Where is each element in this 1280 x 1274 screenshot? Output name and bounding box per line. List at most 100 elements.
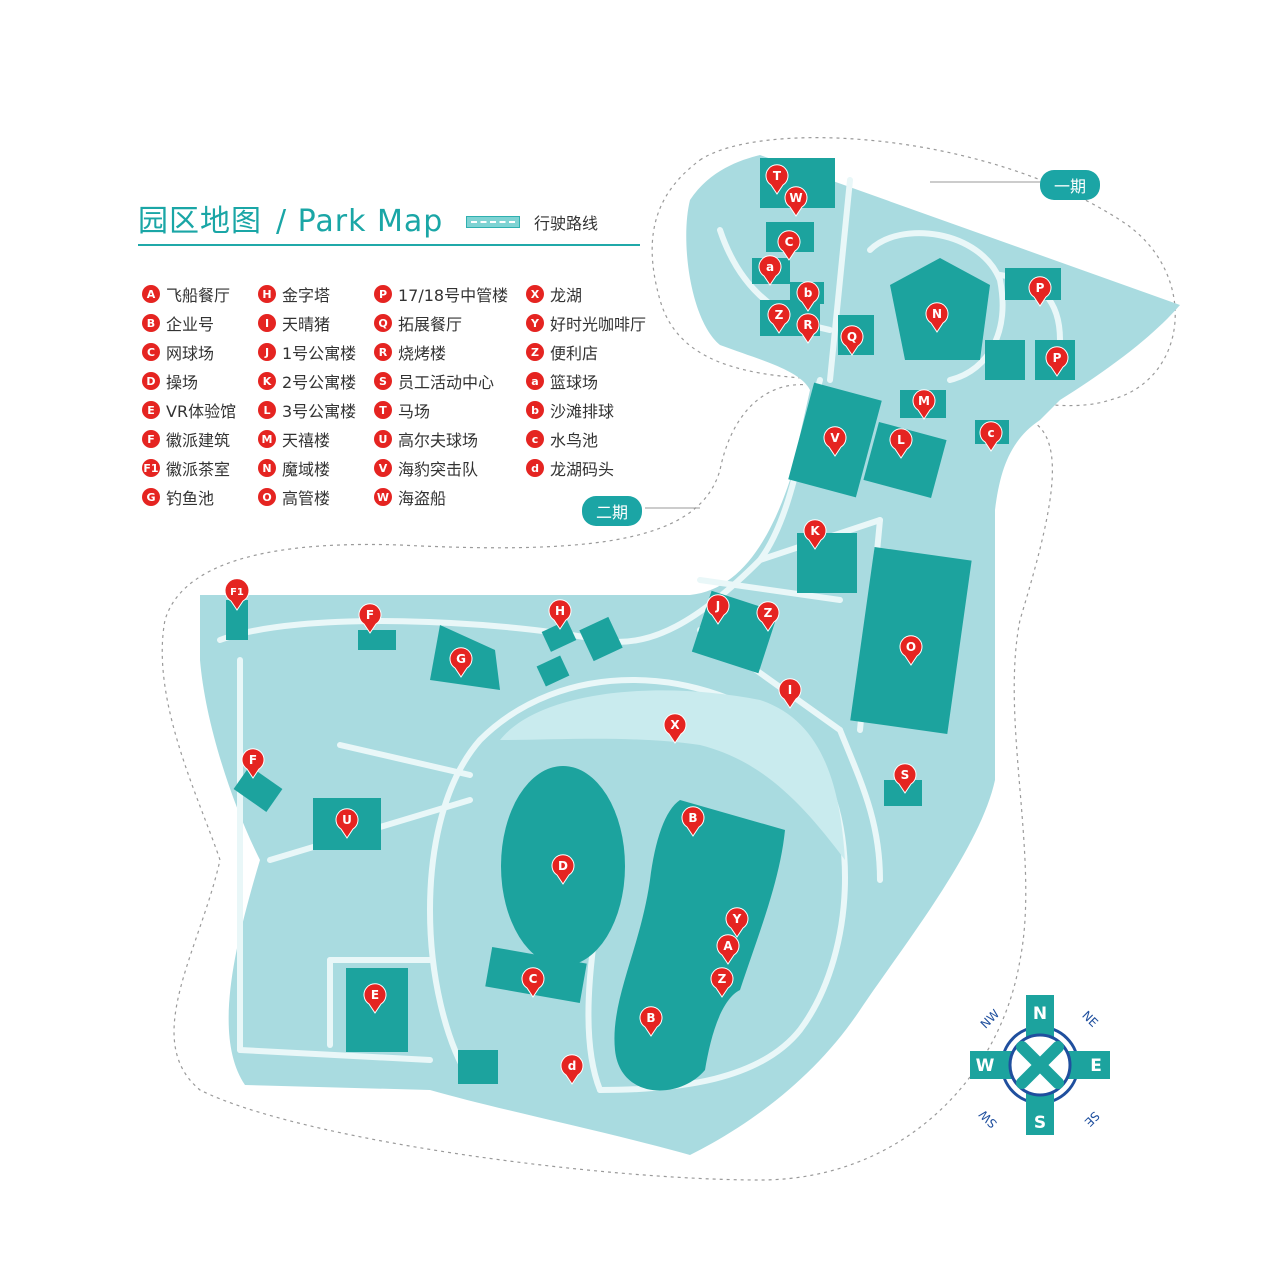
map-pin-W[interactable]: W xyxy=(784,186,808,217)
map-pin-G[interactable]: G xyxy=(449,647,473,678)
phase-2-boundary xyxy=(161,384,1053,1181)
route-swatch-icon xyxy=(466,216,520,228)
map-pin-B[interactable]: B xyxy=(681,806,705,837)
map-pin-C[interactable]: C xyxy=(777,230,801,261)
legend-label: 水鸟池 xyxy=(550,431,599,450)
legend-badge: M xyxy=(258,430,276,448)
svg-text:H: H xyxy=(555,604,565,618)
map-pin-S[interactable]: S xyxy=(893,763,917,794)
map-pin-b[interactable]: b xyxy=(796,281,820,312)
svg-text:Q: Q xyxy=(847,330,857,344)
legend-badge: G xyxy=(142,488,160,506)
legend-badge: a xyxy=(526,372,544,390)
map-pin-Y[interactable]: Y xyxy=(725,907,749,938)
map-pin-Z[interactable]: Z xyxy=(756,601,780,632)
legend-label: 篮球场 xyxy=(550,373,599,392)
svg-text:B: B xyxy=(688,811,697,825)
legend-label: 企业号 xyxy=(166,315,215,334)
legend-badge: A xyxy=(142,285,160,303)
legend-badge: I xyxy=(258,314,276,332)
legend-badge: L xyxy=(258,401,276,419)
legend-badge: W xyxy=(374,488,392,506)
legend-label: 操场 xyxy=(166,373,199,392)
legend-badge: D xyxy=(142,372,160,390)
phase-tag-2: 二期 xyxy=(582,496,643,526)
map-pin-N[interactable]: N xyxy=(925,302,949,333)
legend-badge: Q xyxy=(374,314,392,332)
map-pin-K[interactable]: K xyxy=(803,519,827,550)
svg-text:B: B xyxy=(646,1011,655,1025)
svg-text:Z: Z xyxy=(718,972,727,986)
map-pin-F1[interactable]: F1 xyxy=(224,578,250,611)
legend-badge: N xyxy=(258,459,276,477)
compass-n: N xyxy=(1033,1004,1047,1024)
svg-text:K: K xyxy=(810,524,820,538)
map-pin-X[interactable]: X xyxy=(663,713,687,744)
map-pin-M[interactable]: M xyxy=(912,389,936,420)
title-zh: 园区地图 xyxy=(138,204,262,239)
map-pin-C[interactable]: C xyxy=(521,967,545,998)
map-pin-L[interactable]: L xyxy=(889,428,913,459)
map-pin-a[interactable]: a xyxy=(758,255,782,286)
legend-badge: F1 xyxy=(142,459,160,477)
svg-text:Z: Z xyxy=(775,308,784,322)
compass-ne: NE xyxy=(1079,1008,1101,1030)
legend-label: 员工活动中心 xyxy=(398,373,495,392)
legend-label: 便利店 xyxy=(550,344,599,363)
map-pin-c[interactable]: c xyxy=(979,421,1003,452)
svg-text:O: O xyxy=(906,640,916,654)
map-pin-D[interactable]: D xyxy=(551,854,575,885)
legend-label: 魔域楼 xyxy=(282,460,331,479)
phase-tag-1: 一期 xyxy=(1040,170,1101,200)
route-legend: 行驶路线 xyxy=(466,210,598,234)
map-pin-R[interactable]: R xyxy=(796,313,820,344)
map-pin-U[interactable]: U xyxy=(335,808,359,839)
legend-badge: U xyxy=(374,430,392,448)
compass-e: E xyxy=(1090,1056,1102,1076)
map-pin-A[interactable]: A xyxy=(716,934,740,965)
map-pin-Z[interactable]: Z xyxy=(710,967,734,998)
map-pin-E[interactable]: E xyxy=(363,983,387,1014)
map-pin-B[interactable]: B xyxy=(639,1006,663,1037)
legend-label: 海豹突击队 xyxy=(398,460,479,479)
map-pin-I[interactable]: I xyxy=(778,678,802,709)
legend-item-B: B 企业号 xyxy=(142,311,214,335)
legend-label: 海盗船 xyxy=(398,489,447,508)
legend-badge: E xyxy=(142,401,160,419)
svg-text:R: R xyxy=(803,318,812,332)
map-pin-H[interactable]: H xyxy=(548,599,572,630)
map-pin-F[interactable]: F xyxy=(241,748,265,779)
legend-badge: B xyxy=(142,314,160,332)
svg-text:V: V xyxy=(830,431,840,445)
svg-text:S: S xyxy=(901,768,910,782)
map-pin-O[interactable]: O xyxy=(899,635,923,666)
map-pin-P[interactable]: P xyxy=(1045,346,1069,377)
legend-badge: R xyxy=(374,343,392,361)
map-pin-P[interactable]: P xyxy=(1028,276,1052,307)
legend-label: 3号公寓楼 xyxy=(282,402,357,421)
legend-label: 马场 xyxy=(398,402,431,421)
map-pin-Z[interactable]: Z xyxy=(767,303,791,334)
map-pin-T[interactable]: T xyxy=(765,164,789,195)
map-pin-d[interactable]: d xyxy=(560,1054,584,1085)
svg-text:G: G xyxy=(456,652,466,666)
svg-text:F1: F1 xyxy=(230,587,244,598)
map-pin-F[interactable]: F xyxy=(358,603,382,634)
compass-sw: SW xyxy=(976,1107,1000,1131)
map-pin-V[interactable]: V xyxy=(823,426,847,457)
map-pin-Q[interactable]: Q xyxy=(840,325,864,356)
map-pin-J[interactable]: J xyxy=(706,594,730,625)
